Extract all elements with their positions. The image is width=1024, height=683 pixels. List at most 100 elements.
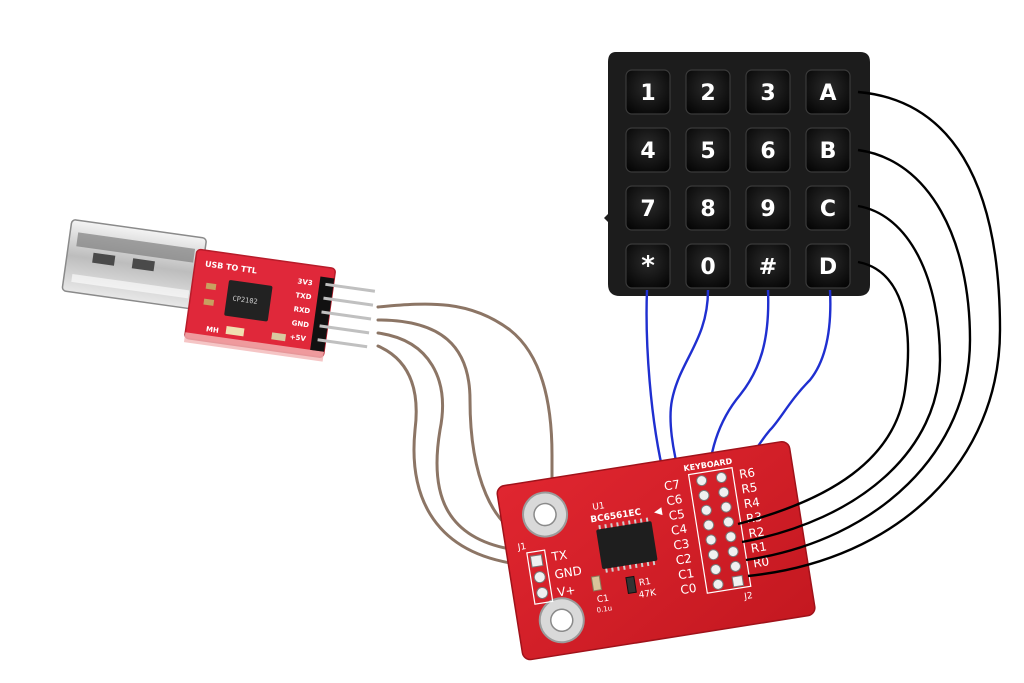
header-pin [707,549,719,561]
header-pin [725,531,737,543]
usb-ttl-module: USB TO TTL CP2102 MH 3V3 TXD RXD GND +5V [61,219,376,362]
wire-5v [376,344,540,568]
key-A[interactable]: A [805,69,851,115]
r1-value: 47K [638,588,658,601]
key-6[interactable]: 6 [745,127,791,173]
key-cap [625,185,671,231]
key-star[interactable]: * [625,243,671,289]
header-pin [727,546,739,558]
key-cap [685,69,731,115]
header-pin [710,564,722,576]
usb-pin-txd: TXD [295,291,312,301]
key-cap [625,243,671,289]
key-3[interactable]: 3 [745,69,791,115]
key-1[interactable]: 1 [625,69,671,115]
key-4[interactable]: 4 [625,127,671,173]
wire-row-d [737,260,910,526]
keypad-body [604,52,870,296]
row-label-r4: R4 [743,495,761,511]
header-pin [712,578,724,590]
key-D[interactable]: D [805,243,851,289]
key-cap [745,69,791,115]
wire-tx [376,302,554,482]
key-C[interactable]: C [805,185,851,231]
j2-label: J2 [743,591,754,602]
col-label-c5: C5 [668,507,686,523]
key-cap [805,69,851,115]
key-5[interactable]: 5 [685,127,731,173]
wire-row-b [745,148,972,562]
key-label: 7 [640,197,655,222]
key-label: * [641,251,655,281]
key-cap [685,127,731,173]
bc6561-chip-icon [596,521,658,569]
r1-ref: R1 [638,577,651,589]
col-label-c4: C4 [670,522,688,538]
key-label: D [819,255,837,280]
col-label-c2: C2 [675,551,693,567]
header-pin [720,501,732,513]
key-label: A [819,81,836,106]
header-pin [698,489,710,501]
usb-pin-3v3: 3V3 [297,277,313,287]
usb-header-icon [310,276,335,352]
j1-pin-tx: TX [550,548,569,564]
j1-pin-v: V+ [556,583,576,600]
key-cap [685,243,731,289]
key-cap [745,127,791,173]
col-label-c1: C1 [677,566,695,582]
cp2102-chip-icon [224,280,273,322]
key-label: 8 [700,197,715,222]
key-label: 0 [700,255,715,280]
j1-header-outline [526,549,554,605]
j1-label: J1 [516,542,527,553]
j1-pin-gnd: GND [553,564,582,582]
c1-value: 0.1u [596,604,613,614]
wire-row-c [741,204,942,544]
header-pin [700,504,712,516]
key-7[interactable]: 7 [625,185,671,231]
keyboard-header-outline [687,467,752,594]
header-pin [731,574,745,588]
usb-chip-label: CP2102 [232,295,258,306]
c1-ref: C1 [596,594,609,606]
header-pin [722,516,734,528]
key-9[interactable]: 9 [745,185,791,231]
usb-pin-rxd: RXD [293,305,311,315]
row-wires [737,90,1002,578]
key-label: C [820,197,836,222]
key-2[interactable]: 2 [685,69,731,115]
bc6561-board: J1 TX GND V+ U1 BC6561EC C1 0.1u R1 47K … [496,440,816,661]
row-label-r5: R5 [740,480,758,496]
header-pin [703,519,715,531]
key-label: 3 [760,81,775,106]
col-label-c3: C3 [672,536,690,552]
key-8[interactable]: 8 [685,185,731,231]
key-cap [745,185,791,231]
key-label: 2 [700,81,715,106]
key-0[interactable]: 0 [685,243,731,289]
usb-pin-5v: +5V [289,333,307,343]
key-cap [805,243,851,289]
header-pin [729,560,741,572]
usb-extra-label: MH [205,325,219,335]
capacitor-c1-icon [590,575,603,592]
col-label-c6: C6 [665,492,683,508]
header-pin [718,486,730,498]
key-cap [745,243,791,289]
header-pin [705,534,717,546]
key-label: 1 [640,81,655,106]
key-cap [805,185,851,231]
key-B[interactable]: B [805,127,851,173]
key-hash[interactable]: # [745,243,791,289]
col-label-c0: C0 [679,581,697,597]
key-cap [625,69,671,115]
header-pin [715,472,727,484]
key-label: B [820,139,837,164]
key-cap [805,127,851,173]
resistor-r1-icon [625,575,637,595]
